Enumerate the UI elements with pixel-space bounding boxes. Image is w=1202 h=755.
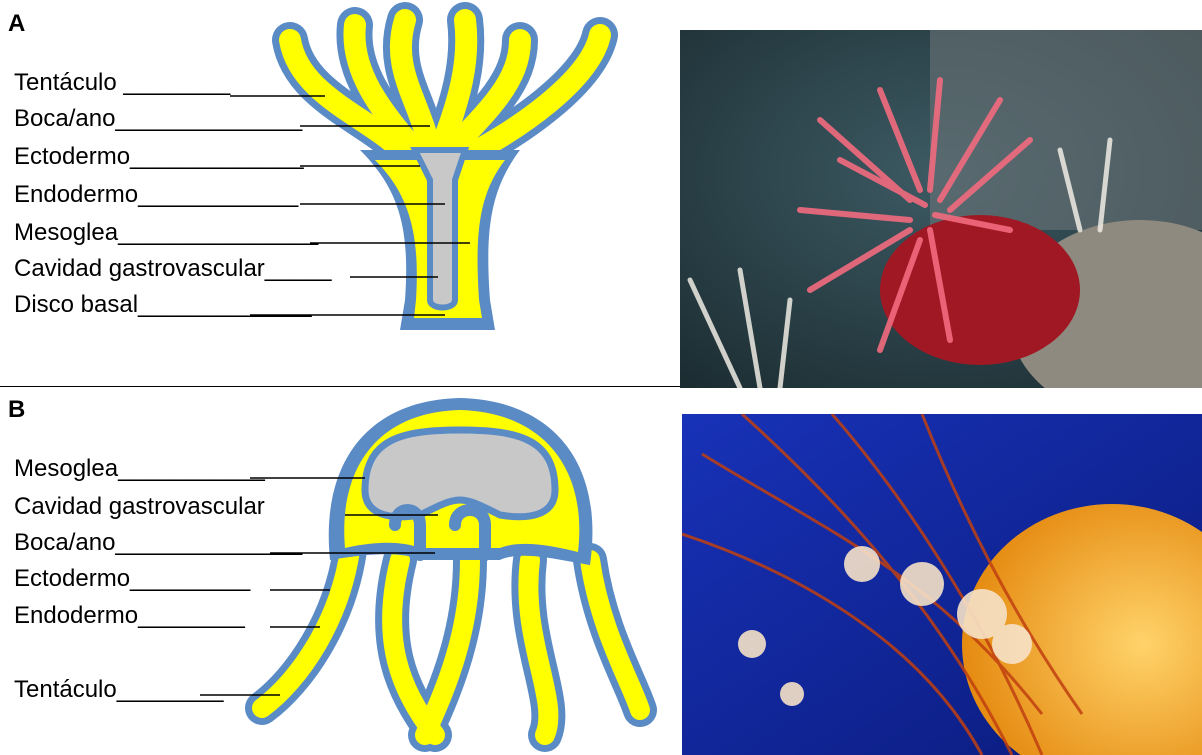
label-b-ectodermo: Ectodermo_________ [14, 566, 250, 592]
label-b-tentaculo: Tentáculo________ [14, 677, 224, 703]
label-b-cavidad-gastrovascular: Cavidad gastrovascular [14, 494, 265, 520]
label-a-cavidad-gastrovascular: Cavidad gastrovascular_____ [14, 256, 332, 282]
jellyfish-photo [682, 414, 1202, 755]
label-b-endodermo: Endodermo________ [14, 603, 245, 629]
polyp-diagram [230, 20, 600, 330]
medusa-diagram [200, 398, 640, 735]
label-b-mesoglea: Mesoglea___________ [14, 456, 265, 482]
label-a-ectodermo: Ectodermo_____________ [14, 144, 304, 170]
anemone-photo [680, 30, 1202, 388]
label-a-mesoglea: Mesoglea_______________ [14, 220, 318, 246]
label-a-boca-ano: Boca/ano______________ [14, 106, 302, 132]
label-a-endodermo: Endodermo____________ [14, 182, 298, 208]
label-a-tentaculo: Tentáculo ________ [14, 70, 230, 96]
label-a-disco-basal: Disco basal_____________ [14, 292, 312, 318]
label-b-boca-ano: Boca/ano______________ [14, 530, 302, 556]
